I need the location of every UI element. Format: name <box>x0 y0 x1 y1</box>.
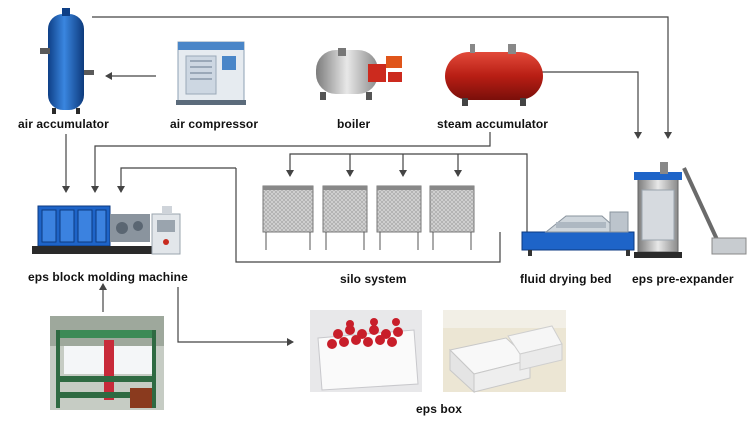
molding-machine-icon <box>32 205 181 255</box>
compressor-icon <box>176 41 246 105</box>
silo-icon <box>429 185 475 250</box>
drying-bed-icon <box>521 211 635 256</box>
air-tank-icon <box>40 8 94 114</box>
silo-group <box>262 185 475 250</box>
line-silo-bottom <box>235 168 501 263</box>
silo-icon <box>322 185 368 250</box>
pre-expander-icon <box>634 162 747 258</box>
line-steam-to-pre-expander <box>541 71 642 139</box>
line-silo-header <box>286 153 528 235</box>
eps-box-photo-berries <box>310 310 422 392</box>
steam-tank-icon <box>445 44 543 106</box>
block-cutting-line-photo <box>50 316 164 410</box>
line-silo-to-molding <box>117 167 236 193</box>
boiler-icon <box>316 48 402 100</box>
label-eps-box: eps box <box>416 402 463 416</box>
label-eps-block-molding-machine: eps block molding machine <box>28 270 188 284</box>
line-molding-to-box <box>177 287 294 346</box>
label-air-compressor: air compressor <box>170 117 259 131</box>
line-steam-to-molding <box>91 132 491 193</box>
line-air-to-pre-expander <box>92 16 672 139</box>
label-silo-system: silo system <box>340 272 407 286</box>
label-steam-accumulator: steam accumulator <box>437 117 549 131</box>
label-fluid-drying-bed: fluid drying bed <box>520 272 612 286</box>
silo-icon <box>262 185 314 250</box>
eps-box-photo-stack <box>443 310 566 394</box>
label-air-accumulator: air accumulator <box>18 117 109 131</box>
label-eps-pre-expander: eps pre-expander <box>632 272 734 286</box>
label-boiler: boiler <box>337 117 371 131</box>
silo-icon <box>376 185 422 250</box>
flow-lines <box>62 16 672 346</box>
